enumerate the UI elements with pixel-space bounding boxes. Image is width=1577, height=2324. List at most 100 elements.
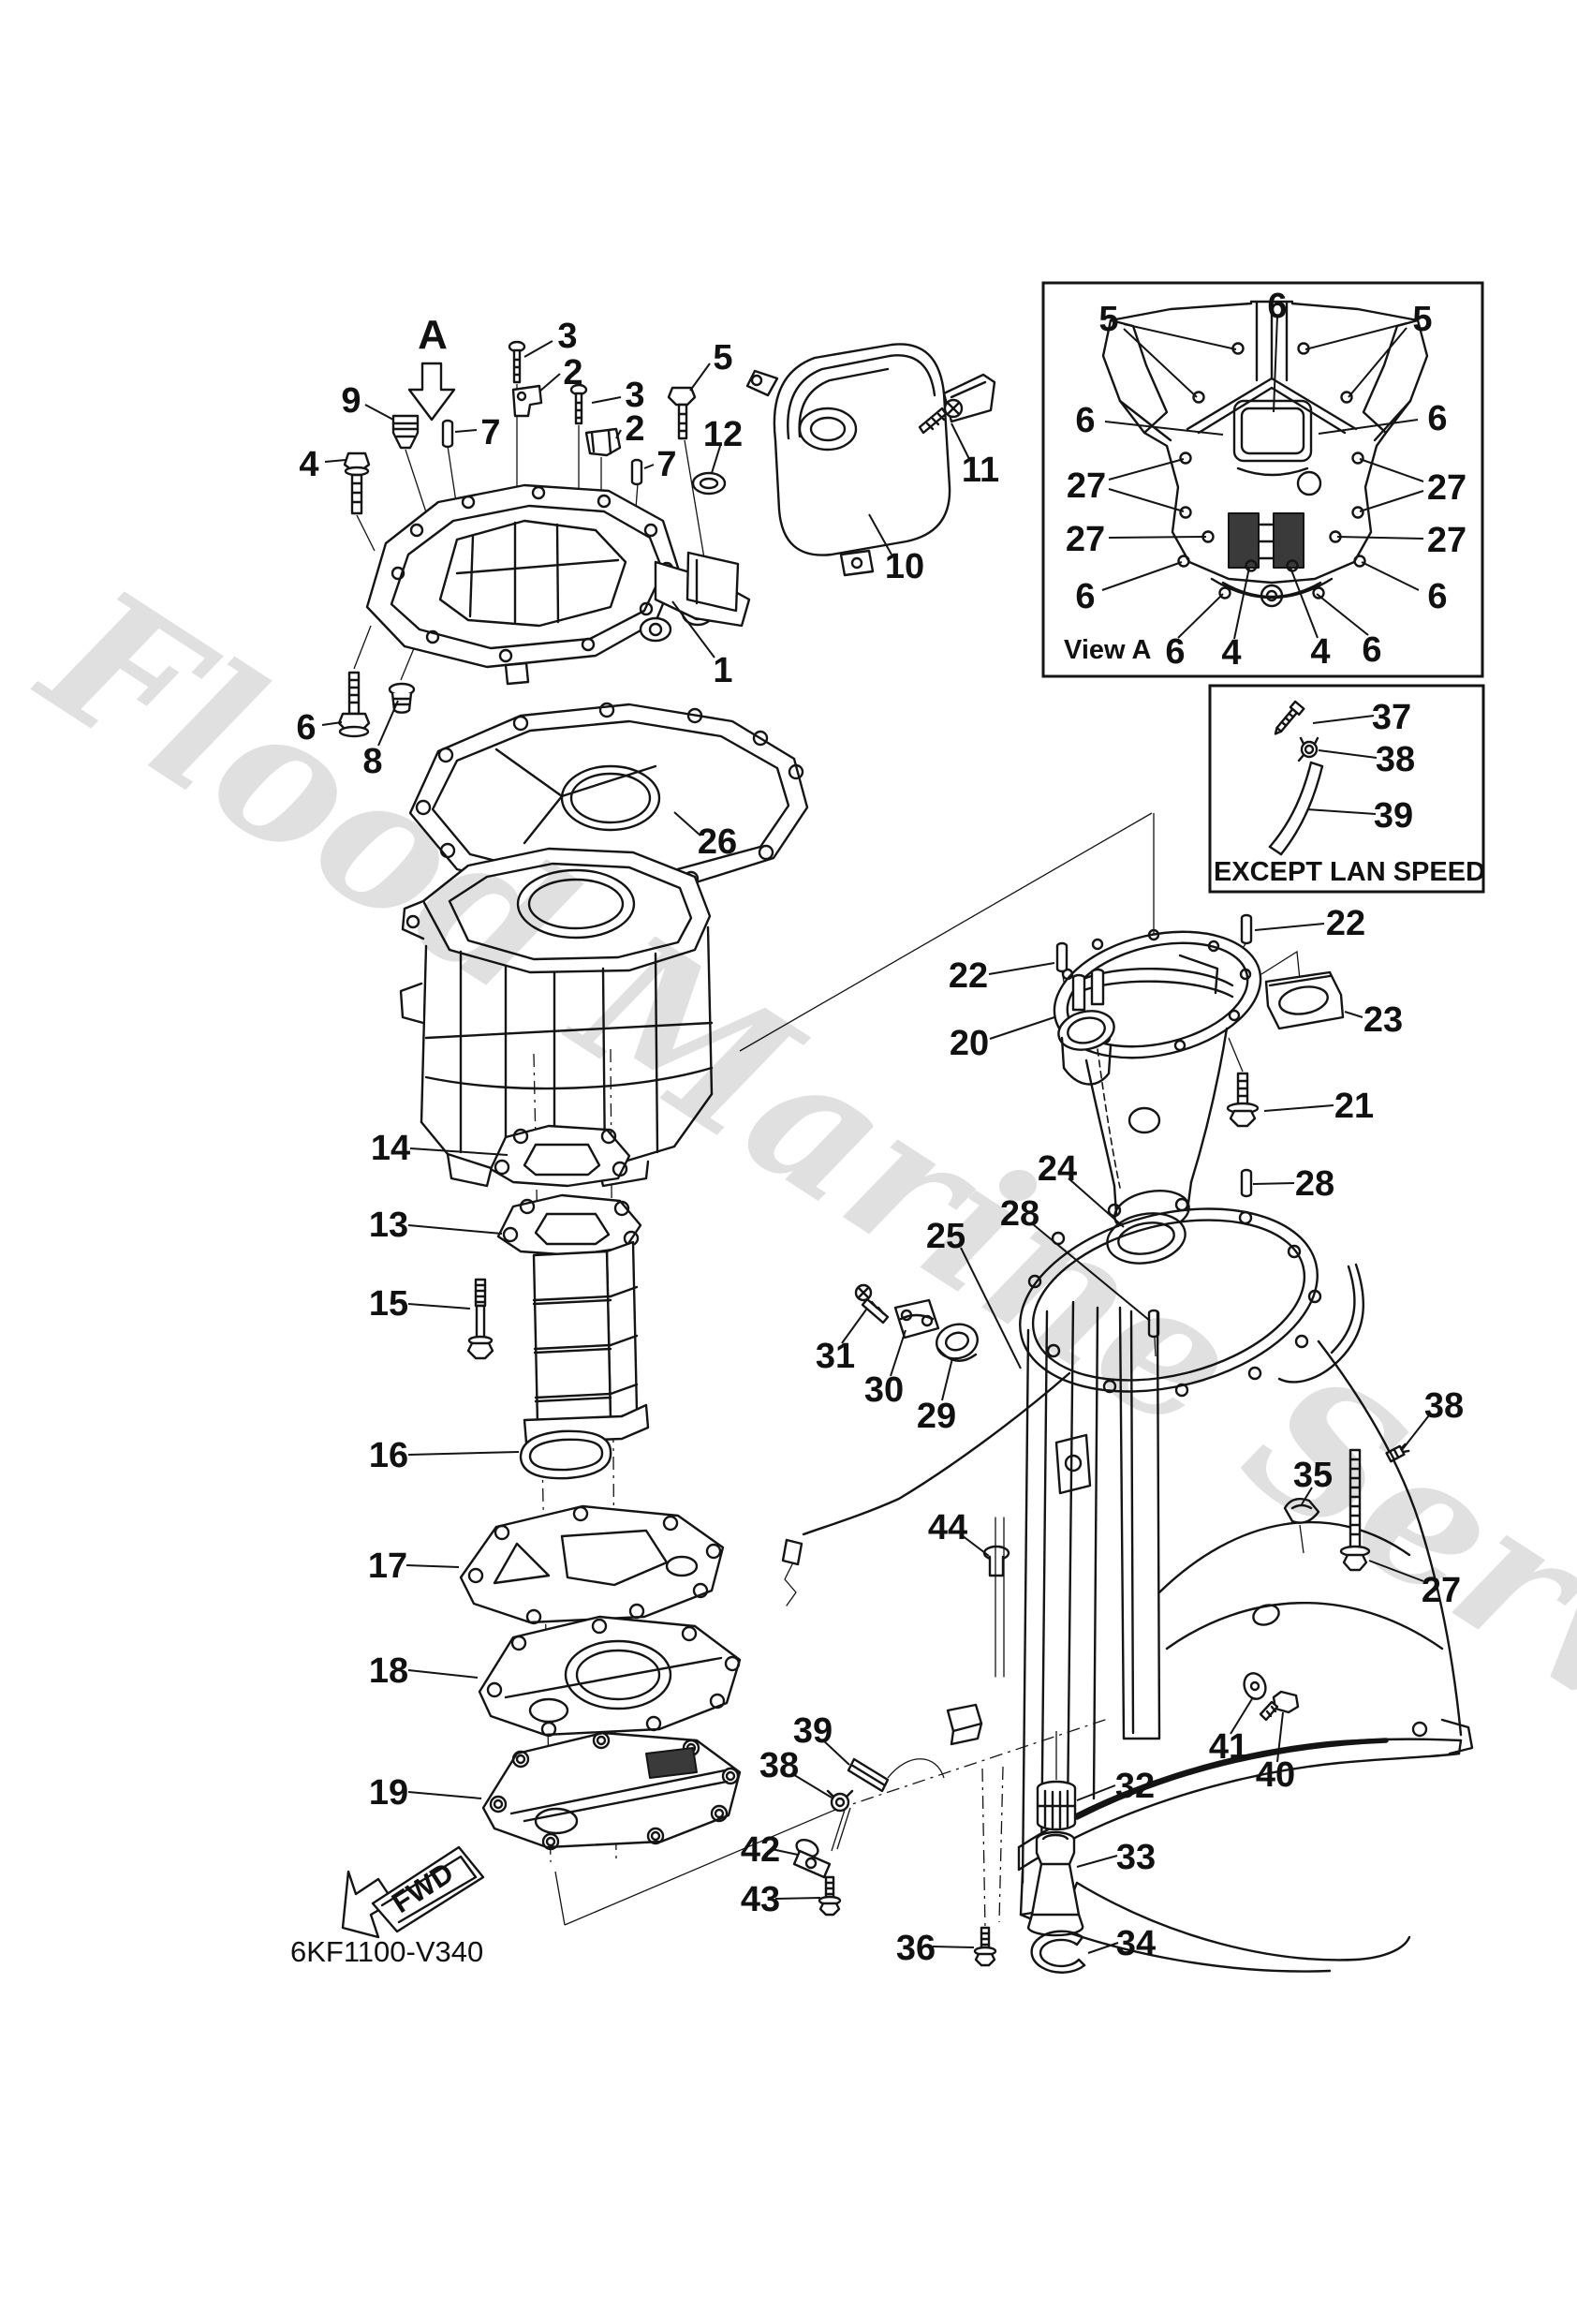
bolt-36 <box>973 1926 997 1967</box>
callout-14: 14 <box>371 1129 410 1168</box>
callout-5: 5 <box>713 338 732 377</box>
leader-line <box>1318 749 1378 759</box>
except-lan-speed-inset: EXCEPT LAN SPEED <box>1208 684 1485 894</box>
leader-line <box>1123 328 1198 398</box>
leader-line <box>1301 1487 1313 1505</box>
leader-line <box>1304 322 1408 350</box>
callout-13: 13 <box>369 1206 408 1245</box>
clip-38-right <box>1385 1443 1410 1463</box>
callout-42: 42 <box>741 1830 780 1870</box>
leader-line <box>989 1016 1055 1040</box>
leader-line <box>1290 567 1319 639</box>
part-17-plate <box>459 1504 725 1625</box>
leader-line <box>689 363 711 392</box>
leader-line <box>1254 923 1325 931</box>
leader-line <box>890 1329 906 1377</box>
leader-line <box>538 373 561 392</box>
leader-line <box>1348 327 1408 398</box>
leader-line <box>405 1564 460 1568</box>
callout-7: 7 <box>656 445 676 484</box>
leader-line <box>1359 490 1424 512</box>
leader-line <box>1108 488 1185 512</box>
leader-line <box>321 721 343 726</box>
callout-6: 6 <box>1267 287 1287 326</box>
leader-line <box>673 811 701 836</box>
leader-line <box>1087 1942 1119 1954</box>
part-20-upper-casing <box>1053 913 1345 1339</box>
callout-20: 20 <box>950 1024 989 1063</box>
part-13-muffler-stay <box>496 1193 650 1444</box>
leader-line <box>868 513 892 555</box>
callout-19: 19 <box>369 1773 408 1813</box>
leader-line <box>1108 536 1207 539</box>
callout-39: 39 <box>1374 796 1413 836</box>
callout-2: 2 <box>563 353 582 392</box>
callout-25: 25 <box>926 1217 965 1256</box>
callout-6: 6 <box>1427 399 1447 438</box>
leader-line <box>774 1897 821 1900</box>
callout-32: 32 <box>1115 1767 1155 1806</box>
callout-3: 3 <box>625 376 644 415</box>
leader-line <box>1276 1711 1284 1763</box>
clip-38-left <box>826 1789 854 1813</box>
callout-16: 16 <box>369 1436 408 1475</box>
leader-line <box>841 1309 867 1344</box>
callout-4: 4 <box>299 445 318 484</box>
plate-30 <box>893 1298 940 1340</box>
view-a-label: View A <box>1064 635 1152 665</box>
callout-5: 5 <box>1412 300 1432 339</box>
part-14-gasket <box>489 1124 631 1188</box>
leader-line <box>790 1772 833 1799</box>
callout-38: 38 <box>1376 740 1415 779</box>
callout-18: 18 <box>369 1651 408 1691</box>
tube-33 <box>1026 1830 1084 1937</box>
callout-8: 8 <box>362 742 382 781</box>
callout-7: 7 <box>480 413 500 452</box>
callout-1: 1 <box>713 651 732 690</box>
part-21-bolt <box>1226 1072 1260 1128</box>
leader-line <box>1401 1414 1430 1451</box>
leader-line <box>407 1224 503 1235</box>
callout-30: 30 <box>864 1370 904 1410</box>
part-24-seal <box>1106 1212 1186 1265</box>
leader-lines <box>321 315 1430 1954</box>
leader-line <box>988 962 1055 975</box>
part-1-exhaust-guide <box>365 483 751 686</box>
leader-line <box>407 1669 479 1679</box>
holder-42 <box>792 1838 832 1879</box>
leader-line <box>1359 458 1424 482</box>
leader-line <box>1361 561 1420 591</box>
callout-38: 38 <box>759 1746 799 1785</box>
callout-21: 21 <box>1334 1087 1374 1126</box>
callout-4: 4 <box>1221 633 1241 673</box>
clip-38-inset <box>1297 736 1319 762</box>
view-a-inset: View A <box>1041 281 1484 678</box>
callout-27: 27 <box>1066 520 1105 559</box>
leader-line <box>615 429 622 439</box>
plug-9 <box>391 414 420 450</box>
callout-22: 22 <box>949 956 988 996</box>
pin-7a <box>441 419 454 449</box>
leader-line <box>454 429 478 433</box>
callout-4: 4 <box>1310 632 1330 672</box>
leader-line <box>1252 1182 1295 1185</box>
leader-line <box>1076 1784 1116 1801</box>
leader-line <box>1068 1177 1125 1228</box>
tube-39-inset <box>1268 761 1324 856</box>
callout-5: 5 <box>1098 300 1118 339</box>
callout-34: 34 <box>1116 1924 1156 1963</box>
callout-27: 27 <box>1427 468 1466 508</box>
clamp-2a <box>511 384 543 418</box>
assembly-lines <box>353 384 1304 1926</box>
leader-line <box>591 396 622 404</box>
bushing-29 <box>936 1323 979 1362</box>
leader-line <box>1101 561 1183 591</box>
part-23-damper <box>1264 970 1345 1030</box>
leader-line <box>1233 567 1250 640</box>
screw-37 <box>1274 700 1305 735</box>
leader-line <box>407 1303 471 1310</box>
callout-36: 36 <box>896 1929 936 1968</box>
callout-38: 38 <box>1424 1386 1464 1426</box>
